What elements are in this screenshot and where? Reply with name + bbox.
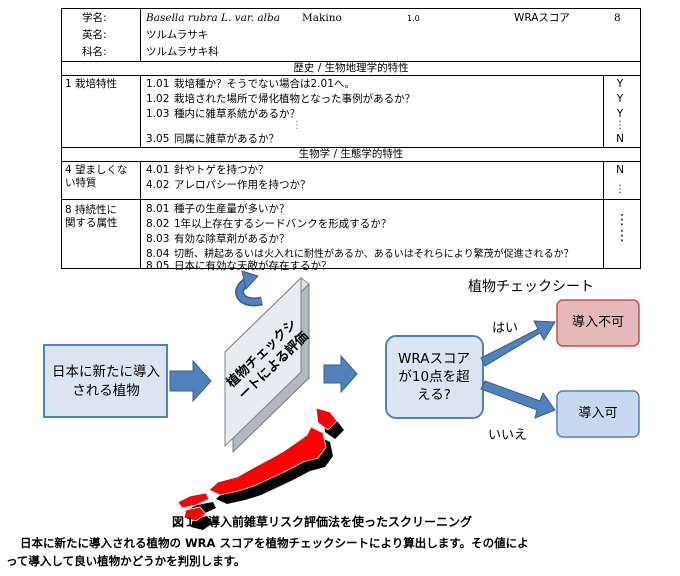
decision-box-label: WRAスコアが10点を超える? (398, 351, 470, 403)
item-code: 8.03 (146, 233, 170, 245)
item-question: 切断、耕起あるいは火入れに耐性があるか、あるいはそれらにより繁茂が促進されるか？ (174, 249, 574, 260)
wra-score-label: WRAスコア (514, 12, 570, 24)
start-box-label: 日本に新たに導入される植物 (52, 364, 160, 399)
item-question: 有効な除草剤があるか？ (174, 233, 290, 245)
curved-arrowhead-icon (241, 270, 259, 291)
scientific-name: Basella rubra L. var. alba (146, 12, 280, 24)
family-label: 科名: (82, 46, 107, 58)
item-question: 日本に有効な天敵が存在するか？ (174, 260, 332, 272)
check-sheet-title: 植物チェックシート (468, 279, 594, 295)
english-name-label: 英名: (82, 29, 107, 41)
reject-label: 導入不可 (571, 315, 624, 330)
family-name: ツルムラサキ科 (146, 46, 219, 58)
scientific-name-author: Makino (302, 12, 342, 24)
item-code: 3.05 (146, 133, 170, 145)
category-persistence-line2: 関する属性 (65, 217, 118, 229)
figure-caption-title: 図１．導入前雑草リスク評価法を使ったスクリーニング (172, 515, 473, 529)
item-code: 8.01 (146, 203, 170, 215)
category-cultivation: 1 栽培特性 (65, 78, 118, 90)
item-answer: N (616, 133, 624, 145)
arrow-up-right-icon (480, 320, 556, 367)
item-code: 8.02 (146, 218, 170, 230)
item-code: 1.01 (146, 78, 170, 90)
item-code: 8.05 (146, 260, 170, 272)
item-question: 1年以上存在するシードバンクを形成するか？ (174, 218, 392, 230)
item-question: 種内に雑草系統があるか？ (174, 108, 300, 120)
item-question: 針やトゲを持つか？ (174, 164, 269, 176)
arrow-right-icon (323, 354, 358, 394)
item-answer: Y (616, 93, 624, 105)
row-ellipsis: ⋮ (292, 120, 302, 131)
category-undesirable-line1: 4 望ましくな (65, 164, 128, 176)
answer-ellipsis: ⋮ (615, 184, 625, 195)
item-question: 同属に雑草があるか？ (174, 133, 279, 145)
item-code: 1.02 (146, 93, 170, 105)
figure-caption-body-line2: って導入して良い植物かどうかを判別します。 (6, 554, 246, 568)
arrow-down-right-icon (480, 380, 556, 419)
answer-ellipsis: ⋮ (615, 120, 625, 131)
section-title-history: 歴史 / 生物地理学的特性 (293, 62, 409, 74)
item-question: アレロパシー作用を持つか？ (174, 179, 311, 191)
accept-label: 導入可 (578, 406, 618, 421)
english-name: ツルムラサキ (146, 29, 209, 41)
wra-score-value: 8 (614, 12, 621, 24)
item-answer: Y (616, 78, 624, 90)
item-code: 1.03 (146, 108, 170, 120)
item-answer: N (616, 164, 624, 176)
start-box (43, 344, 168, 418)
yes-label: はい (492, 321, 519, 336)
japan-map-icon (177, 407, 344, 530)
plant-check-sheet: 学名: Basella rubra L. var. alba Makino 1.… (61, 8, 641, 272)
item-code: 8.04 (146, 248, 170, 260)
item-code: 4.02 (146, 179, 170, 191)
no-label: いいえ (488, 428, 528, 443)
reject-box (556, 299, 640, 347)
arrow-right-icon (169, 359, 212, 403)
item-question: 種子の生産量が多いか？ (174, 203, 290, 215)
scientific-name-label: 学名: (82, 12, 107, 24)
sheet-version: 1.0 (407, 14, 420, 23)
panel-front-face (224, 276, 302, 448)
category-persistence-line1: 8 持続性に (65, 204, 118, 216)
section-title-biology: 生物学 / 生態学的特性 (298, 148, 404, 160)
item-code: 4.01 (146, 164, 170, 176)
figure-caption-body-line1: 日本に新たに導入される植物の WRA スコアを植物チェックシートにより算出します… (20, 536, 529, 550)
item-answer: Y (616, 108, 624, 120)
category-undesirable-line2: い特質 (65, 177, 97, 189)
item-question: 栽培種か？そうでない場合は2.01へ。 (174, 78, 355, 90)
decision-box (385, 335, 484, 419)
item-question: 栽培された場所で帰化植物となった事例があるか？ (174, 93, 416, 105)
accept-box (556, 390, 640, 438)
